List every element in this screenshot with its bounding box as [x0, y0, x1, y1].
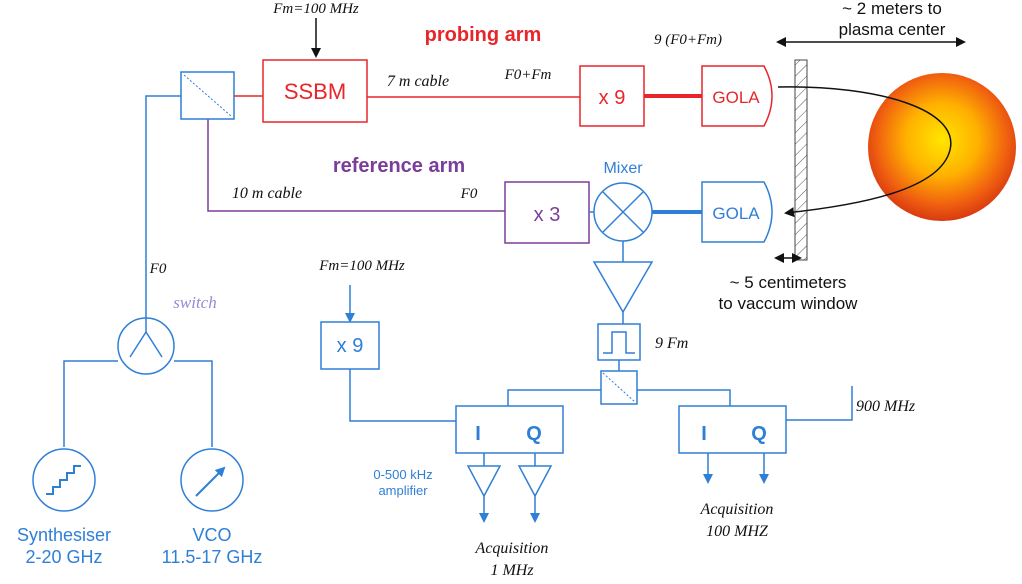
- distance-plasma-label-2: plasma center: [839, 20, 946, 39]
- switch-to-synth: [63, 360, 118, 447]
- synth-label-line2: 2-20 GHz: [25, 547, 102, 567]
- ref-gola-label: GOLA: [712, 204, 760, 223]
- acq-1mhz-line1: Acquisition: [475, 540, 549, 557]
- probing-arm-label: probing arm: [425, 24, 542, 46]
- probe-gola-antenna: [701, 65, 773, 127]
- beam-path: [777, 86, 952, 218]
- ssbm-box: [262, 59, 368, 123]
- lo-900mhz-line: [786, 386, 853, 421]
- cable-7m-label: 7 m cable: [387, 73, 449, 90]
- f0-left-label: F0: [149, 261, 167, 277]
- iq-left-q-label: Q: [526, 423, 542, 445]
- vco-label-line1: VCO: [192, 525, 231, 545]
- mixer-amplifier: [592, 261, 654, 314]
- amp-label-line2: amplifier: [378, 483, 428, 498]
- iq-right-i-label: I: [701, 423, 707, 445]
- amp-label-line1: 0-500 kHz: [373, 467, 432, 482]
- lo-multiplier-label: x 9: [337, 335, 364, 357]
- reference-arm-label: reference arm: [333, 155, 465, 177]
- iq-demodulator-left: [455, 405, 564, 454]
- staircase-icon: [46, 465, 81, 495]
- lo-to-iq-left: [349, 369, 456, 422]
- synth-label-line1: Synthesiser: [17, 525, 111, 545]
- filter-pulse-icon: [603, 331, 635, 354]
- switch-to-vco: [174, 360, 213, 447]
- reference-cable: [207, 117, 505, 212]
- f0-ref-label: F0: [460, 186, 478, 202]
- mixer-label: Mixer: [603, 160, 643, 177]
- ref-gola-antenna: [701, 181, 773, 243]
- switch-to-splitter: [145, 95, 181, 318]
- distance-plasma-label: ~ 2 meters to: [842, 0, 942, 18]
- iq-demodulator-right: [678, 405, 787, 454]
- probe-multiplier-label: x 9: [599, 87, 626, 109]
- ssbm-label: SSBM: [284, 79, 346, 104]
- splitter-lower-diagonal: [602, 372, 636, 403]
- splitter-to-iq-right: [637, 389, 731, 406]
- f0-fm-label: F0+Fm: [504, 67, 552, 83]
- probe-multiplier-box: [579, 65, 645, 127]
- plasma-sphere: [868, 73, 1016, 221]
- bandpass-filter: [597, 323, 641, 361]
- iq-left-i-label: I: [475, 423, 481, 445]
- probe-gola-label: GOLA: [712, 88, 760, 107]
- fm-mid-label: Fm=100 MHz: [318, 258, 405, 274]
- vco-tuning-arrow-icon: [195, 466, 226, 497]
- reference-multiplier-label: x 3: [534, 204, 561, 226]
- distance-window-label: ~ 5 centimeters: [730, 273, 847, 292]
- cable-10m-label: 10 m cable: [232, 185, 302, 202]
- q-channel-amplifier: [517, 465, 553, 498]
- mixer-cross-b: [602, 191, 644, 233]
- mhz-900-label: 900 MHz: [856, 398, 916, 415]
- vacuum-window: [794, 59, 808, 261]
- fm-top-label: Fm=100 MHz: [272, 1, 359, 17]
- iq-right-q-label: Q: [751, 423, 767, 445]
- i-channel-amplifier: [466, 465, 502, 498]
- splitter-to-iq-left: [507, 389, 601, 406]
- distance-window-label-2: to vaccum window: [719, 294, 859, 313]
- vco-label-line2: 11.5-17 GHz: [162, 547, 263, 567]
- acq-100mhz-line1: Acquisition: [700, 501, 774, 518]
- harmonic-top-label: 9 (F0+Fm): [654, 32, 722, 48]
- acq-1mhz-line2: 1 MHz: [490, 562, 534, 579]
- switch-label: switch: [173, 293, 216, 312]
- acq-100mhz-line2: 100 MHZ: [706, 523, 769, 540]
- nine-fm-label: 9 Fm: [655, 335, 688, 352]
- power-splitter-upper: [180, 71, 235, 120]
